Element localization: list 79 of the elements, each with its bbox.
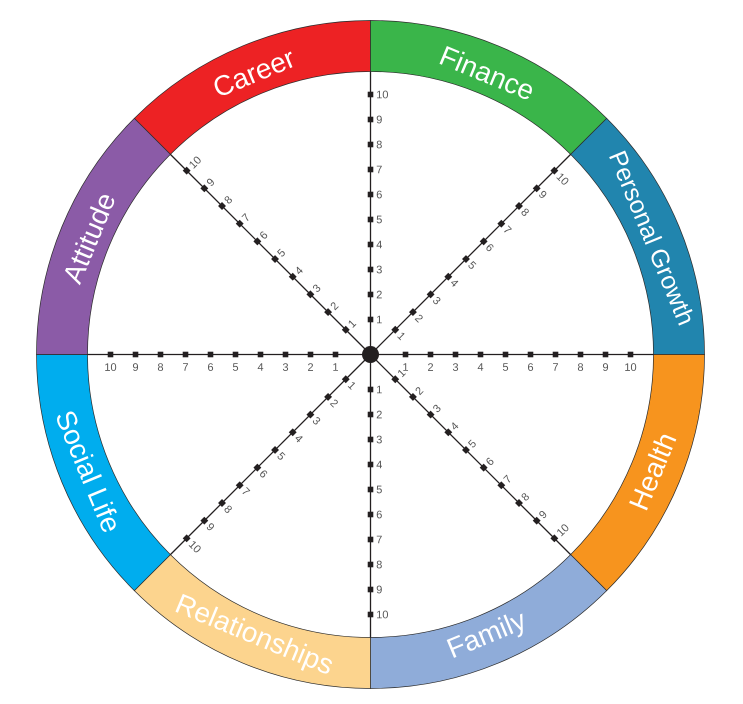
tick-label: 8 xyxy=(224,196,232,204)
tick-label: 3 xyxy=(312,284,320,292)
tick-label: 1 xyxy=(377,316,382,324)
tick-label: 2 xyxy=(330,302,339,310)
tick-label: 2 xyxy=(416,387,424,396)
tick-label: 10 xyxy=(377,90,388,98)
tick-label: 5 xyxy=(502,363,508,371)
tick-label: 9 xyxy=(539,190,546,198)
tick-label: 7 xyxy=(183,363,188,371)
tick-label: 8 xyxy=(376,140,382,148)
tick-label: 2 xyxy=(330,400,338,408)
tick-label: 10 xyxy=(190,156,201,169)
tick-label: 10 xyxy=(557,524,568,536)
tick-label: 2 xyxy=(414,314,423,323)
tick-label: 3 xyxy=(433,296,440,304)
tick-label: 4 xyxy=(451,280,458,287)
tick-label: 8 xyxy=(522,208,529,216)
tick-label: 6 xyxy=(260,232,268,239)
tick-label: 8 xyxy=(224,506,232,513)
tick-label: 10 xyxy=(105,363,116,371)
tick-label: 7 xyxy=(553,363,558,371)
tick-label: 10 xyxy=(556,174,568,185)
tick-label: 1 xyxy=(333,363,338,371)
tick-label: 4 xyxy=(258,363,264,371)
tick-label: 6 xyxy=(376,190,382,198)
tick-label: 6 xyxy=(208,363,214,371)
tick-label: 5 xyxy=(278,452,286,460)
tick-label: 2 xyxy=(376,290,382,298)
tick-label: 6 xyxy=(260,470,268,478)
tick-label: 6 xyxy=(376,510,382,518)
tick-label: 7 xyxy=(503,474,510,483)
wheel-segment: Career xyxy=(134,20,371,155)
tick-label: 10 xyxy=(377,610,388,618)
tick-label: 7 xyxy=(241,213,248,221)
tick-label: 9 xyxy=(206,523,214,530)
tick-label: 5 xyxy=(376,216,382,224)
tick-label: 2 xyxy=(376,410,382,418)
tick-label: 10 xyxy=(188,541,201,552)
tick-label: 10 xyxy=(625,363,636,371)
tick-label: 7 xyxy=(376,536,382,544)
tick-label: 8 xyxy=(578,363,584,371)
tick-label: 9 xyxy=(206,178,214,186)
tick-label: 9 xyxy=(132,363,138,371)
tick-label: 3 xyxy=(376,436,382,444)
tick-label: 4 xyxy=(478,363,484,371)
tick-label: 1 xyxy=(377,386,382,394)
tick-label: 4 xyxy=(295,436,303,442)
tick-label: 9 xyxy=(376,586,382,594)
tick-label: 5 xyxy=(468,261,476,269)
tick-label: 1 xyxy=(397,332,405,340)
tick-label: 9 xyxy=(376,116,382,124)
tick-label: 3 xyxy=(433,404,440,412)
tick-label: 3 xyxy=(376,266,382,274)
tick-label: 6 xyxy=(486,244,494,252)
tick-label: 7 xyxy=(504,225,512,232)
tick-label: 7 xyxy=(376,166,382,174)
tick-label: 8 xyxy=(376,560,382,568)
tick-label: 4 xyxy=(452,422,458,430)
tick-label: 3 xyxy=(282,363,288,371)
tick-label: 5 xyxy=(376,486,382,494)
tick-label: 3 xyxy=(312,417,320,424)
tick-label: 8 xyxy=(158,363,164,371)
tick-label: 9 xyxy=(539,511,546,518)
tick-label: 3 xyxy=(452,363,458,371)
tick-label: 4 xyxy=(376,240,382,248)
tick-label: 9 xyxy=(602,363,608,371)
tick-label: 6 xyxy=(528,363,534,371)
tick-label: 7 xyxy=(242,487,250,494)
tick-label: 4 xyxy=(376,460,382,468)
tick-label: 5 xyxy=(232,363,238,371)
tick-label: 6 xyxy=(486,458,494,465)
tick-label: 8 xyxy=(522,493,529,500)
tick-label: 2 xyxy=(428,363,434,371)
tick-label: 4 xyxy=(296,266,303,274)
tick-label: 5 xyxy=(468,440,476,448)
tick-label: 1 xyxy=(348,382,356,390)
tick-label: 5 xyxy=(277,248,285,257)
tick-label: 2 xyxy=(308,363,314,371)
tick-label: 1 xyxy=(348,320,356,328)
